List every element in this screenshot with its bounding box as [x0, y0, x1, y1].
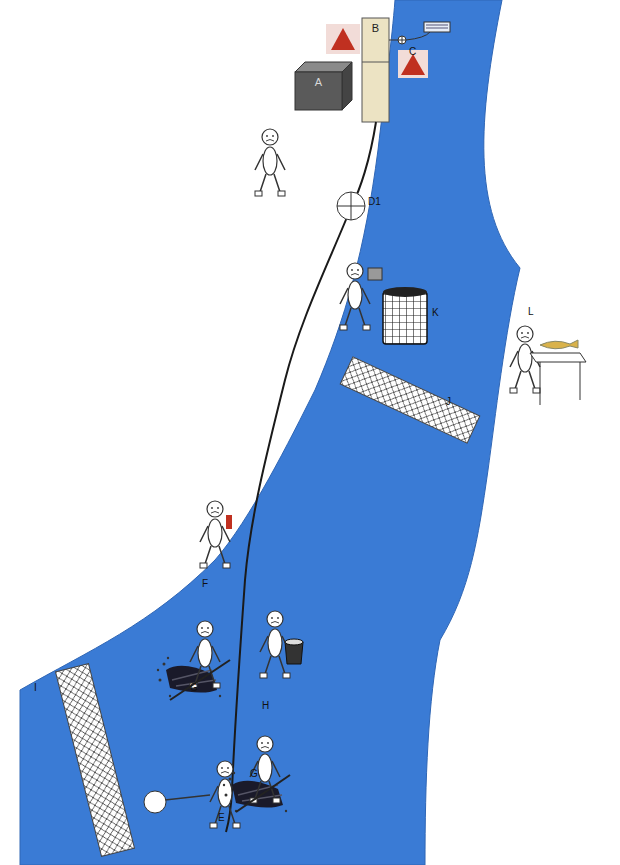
switch-symbol	[398, 36, 406, 44]
callout-letter: I	[34, 682, 37, 694]
callout-letter: D1	[368, 196, 381, 208]
hand-net-device	[368, 268, 382, 280]
control-box: B	[362, 18, 389, 62]
person	[190, 621, 220, 688]
callout-letter: G	[190, 682, 198, 694]
ring-anode	[144, 791, 166, 813]
netter-kneeling	[157, 657, 221, 697]
dip-net	[170, 660, 230, 700]
cable-reel	[337, 192, 365, 220]
bucket	[285, 639, 303, 645]
callout-letter: J	[446, 396, 451, 408]
callout-letter: G	[250, 768, 258, 780]
cathode-device	[424, 22, 450, 32]
river	[20, 0, 520, 865]
person	[340, 263, 370, 330]
barrier-net	[56, 664, 135, 857]
holding-cage	[383, 292, 427, 344]
person	[200, 501, 230, 568]
switch-symbol	[398, 36, 406, 44]
measuring-table	[530, 353, 586, 362]
cable-reel	[337, 192, 365, 220]
generator-cube	[295, 72, 342, 110]
warning-sign	[401, 54, 425, 75]
callout-letter: H	[262, 700, 269, 712]
node-label: A	[315, 76, 322, 89]
control-box-divider	[362, 62, 389, 63]
warning-sign	[331, 28, 355, 50]
control-box	[362, 18, 389, 122]
callout-letter: K	[432, 307, 439, 319]
callout-letter: F	[202, 578, 208, 590]
callout-letter: E	[218, 812, 225, 824]
measuring-table	[540, 362, 580, 405]
warning-sign	[326, 24, 360, 54]
cable	[226, 122, 376, 832]
generator-cube	[342, 62, 352, 110]
generator-box: A	[295, 72, 342, 110]
wire	[406, 32, 430, 40]
holding-cage	[383, 287, 427, 297]
dip-net	[236, 775, 290, 812]
cathode-device	[426, 25, 448, 28]
node-label: B	[372, 22, 379, 35]
fish	[540, 340, 578, 349]
callout-letter: L	[528, 306, 534, 318]
person	[255, 129, 285, 196]
barrier-net	[340, 357, 480, 443]
callout-letter: C	[409, 46, 416, 58]
anode-pole	[165, 795, 210, 800]
hand-tool	[226, 515, 232, 529]
wire	[389, 40, 398, 41]
